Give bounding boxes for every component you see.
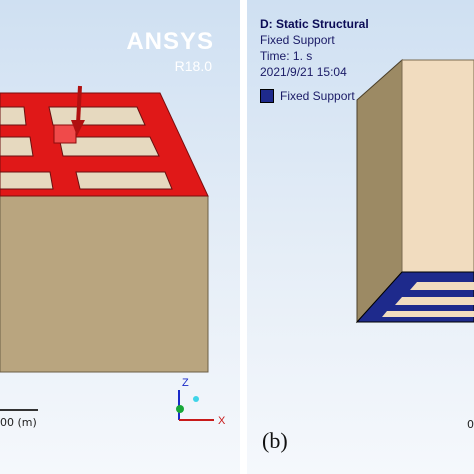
support-slot-2 — [395, 297, 474, 305]
support-slot-3 — [382, 311, 474, 317]
block-front-face — [0, 195, 209, 373]
version-label: R18.0 — [174, 58, 212, 74]
model-left-svg: Z X — [0, 85, 226, 427]
slot-6 — [75, 171, 173, 190]
slot-3 — [0, 136, 34, 157]
viewport-left[interactable]: Z X ANSYS R18.0 00 (m) — [0, 0, 240, 474]
analysis-title: D: Static Structural — [260, 17, 369, 31]
load-arrow-shaft — [76, 85, 82, 125]
analysis-subtitle: Fixed Support — [260, 33, 335, 47]
axis-x-label: X — [218, 415, 226, 427]
axis-z-label: Z — [182, 377, 189, 389]
legend-fixed-support: Fixed Support — [260, 89, 355, 103]
axis-origin-dot — [193, 396, 199, 402]
scale-label-right: 0 — [467, 418, 474, 431]
analysis-timestamp: 2021/9/21 15:04 — [260, 65, 347, 79]
slot-5 — [0, 171, 54, 190]
slot-4 — [58, 136, 160, 157]
figure-caption: (b) — [262, 428, 288, 453]
axis-y-dot — [176, 405, 184, 413]
ansys-logo: ANSYS — [126, 28, 214, 55]
support-slot-1 — [410, 282, 474, 290]
scale-label: 00 (m) — [0, 416, 37, 429]
body-front-face — [401, 59, 474, 273]
analysis-info: D: Static Structural Fixed Support Time:… — [260, 16, 369, 80]
model-right-svg — [355, 58, 474, 324]
viewport-right[interactable]: D: Static Structural Fixed Support Time:… — [247, 0, 474, 474]
slot-2 — [48, 106, 146, 126]
load-arrow-head — [71, 120, 85, 136]
panel-divider — [240, 0, 247, 474]
legend-label: Fixed Support — [280, 89, 355, 103]
analysis-time: Time: 1. s — [260, 49, 313, 63]
legend-swatch — [260, 89, 274, 103]
slot-1 — [0, 106, 27, 126]
load-patch — [53, 124, 77, 144]
